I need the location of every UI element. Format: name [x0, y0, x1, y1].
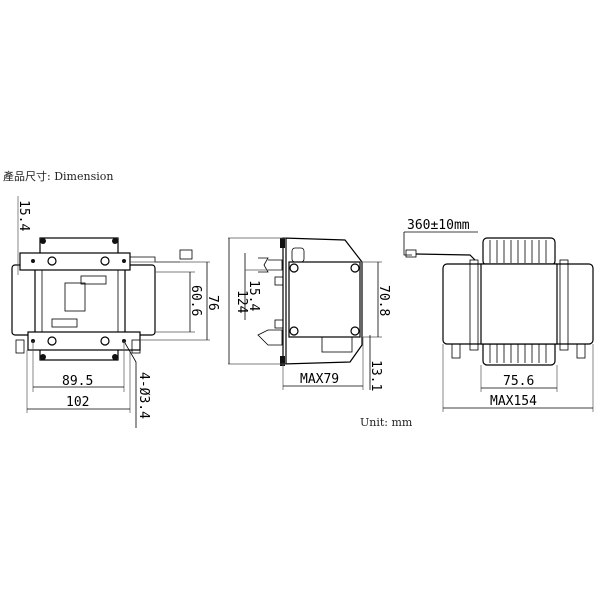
dim-depth: MAX79: [300, 372, 339, 387]
front-view: 15.4 60.6 76 89.5 102 4-Ø3.4: [11, 196, 220, 428]
dim-hole-spacing: 89.5: [62, 374, 93, 389]
dim-holes: 4-Ø3.4: [136, 372, 151, 419]
dim-terminal-offset: 15.4: [246, 280, 261, 311]
top-view: 360±10mm 75.6 MAX154: [403, 218, 594, 412]
unit-label: Unit: mm: [360, 416, 413, 429]
dim-outer-height: 76: [205, 295, 220, 311]
dim-top-offset: 15.4: [16, 200, 31, 231]
dim-coil-width: 75.6: [503, 374, 534, 389]
drawing-title: 產品尺寸: Dimension: [3, 169, 113, 183]
dim-core-height: 70.8: [376, 285, 391, 316]
dim-length: MAX154: [490, 394, 537, 409]
dim-foot: 13.1: [368, 360, 383, 391]
dim-cable: 360±10mm: [407, 218, 470, 233]
dim-width: 102: [66, 395, 89, 410]
side-view: 124 15.4 70.8 MAX79 13.1: [228, 237, 391, 391]
dim-inner-height: 60.6: [188, 285, 203, 316]
